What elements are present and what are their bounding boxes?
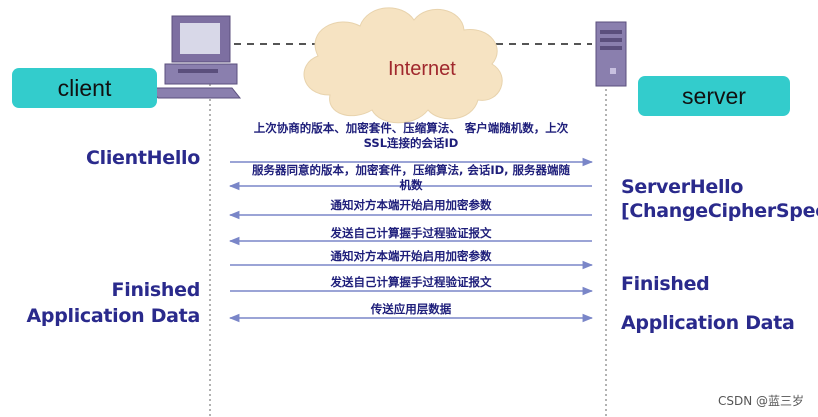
server-tower-icon xyxy=(595,21,627,87)
label-server-finished: Finished xyxy=(621,273,710,295)
message-client-hello: 上次协商的版本、加密套件、压缩算法、 客户端随机数，上次 SSL连接的会话ID xyxy=(253,121,569,150)
message-server-finished: 发送自己计算握手过程验证报文 xyxy=(330,226,492,240)
internet-label: Internet xyxy=(388,58,456,80)
watermark: CSDN @蓝三岁 xyxy=(717,394,804,408)
label-client-application-data: Application Data xyxy=(26,305,200,327)
message-server-hello: 服务器同意的版本，加密套件，压缩算法, 会话ID, 服务器端随 机数 xyxy=(251,163,571,192)
label-server-application-data: Application Data xyxy=(621,312,795,334)
client-computer-icon xyxy=(148,15,242,99)
label-server-hello: ServerHello xyxy=(621,176,744,198)
label-client-finished: Finished xyxy=(111,279,201,301)
internet-cloud xyxy=(303,7,503,124)
label-client-hello: ClientHello xyxy=(85,147,200,169)
label-change-cipher-spec: [ChangeCipherSpec] xyxy=(621,200,818,222)
server-badge: server xyxy=(638,76,790,116)
message-application-data: 传送应用层数据 xyxy=(370,302,452,316)
client-badge: client xyxy=(12,68,157,108)
message-server-change-cipher: 通知对方本端开始启用加密参数 xyxy=(330,198,492,212)
message-client-finished: 发送自己计算握手过程验证报文 xyxy=(330,275,492,289)
message-client-change-cipher: 通知对方本端开始启用加密参数 xyxy=(330,249,492,263)
